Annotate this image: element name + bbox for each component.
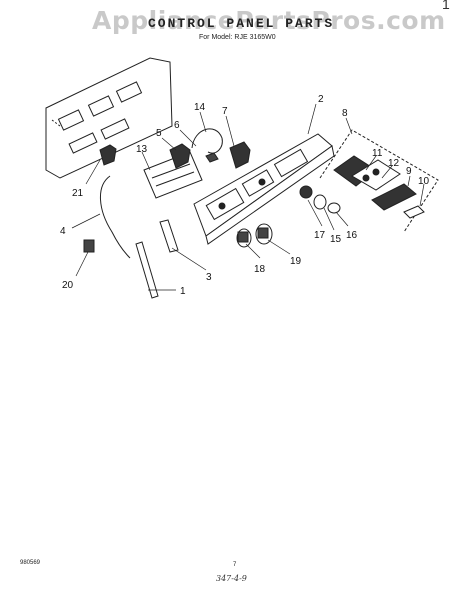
part-wire-harness bbox=[99, 175, 131, 259]
callout-14: 14 bbox=[194, 102, 206, 113]
part-switches bbox=[169, 128, 251, 169]
callout-6: 6 bbox=[174, 120, 180, 131]
callout-16: 16 bbox=[346, 230, 358, 241]
document-number: 980569 bbox=[20, 560, 41, 566]
part-push-button bbox=[299, 185, 341, 214]
part-display-group bbox=[319, 129, 439, 233]
callout-18: 18 bbox=[254, 264, 266, 275]
callout-12: 12 bbox=[388, 158, 400, 169]
handwritten-note: 347-4-9 bbox=[216, 574, 247, 583]
part-knobs bbox=[236, 223, 273, 248]
leader-lines bbox=[71, 103, 425, 291]
callout-3: 3 bbox=[206, 272, 212, 283]
model-subtitle: For Model: RJE 3165W0 bbox=[199, 34, 276, 41]
callout-1: 1 bbox=[180, 286, 186, 297]
callout-15: 15 bbox=[330, 234, 342, 245]
callout-11: 11 bbox=[372, 148, 383, 159]
callout-17: 17 bbox=[314, 230, 326, 241]
callout-20: 20 bbox=[62, 280, 74, 291]
callout-19: 19 bbox=[290, 256, 302, 267]
callout-13: 13 bbox=[136, 144, 148, 155]
callout-9: 9 bbox=[406, 166, 412, 177]
callout-7: 7 bbox=[222, 106, 228, 117]
callout-10: 10 bbox=[418, 176, 430, 187]
diagram-title: CONTROL PANEL PARTS bbox=[148, 16, 335, 31]
callout-5: 5 bbox=[156, 128, 162, 139]
site-watermark: AppliancePartsPros.com bbox=[92, 6, 446, 35]
part-rods bbox=[135, 219, 179, 299]
callout-4: 4 bbox=[60, 226, 66, 237]
corner-mark: 1 bbox=[442, 0, 450, 12]
part-control-panel bbox=[193, 133, 335, 245]
callout-21: 21 bbox=[72, 188, 84, 199]
callout-8: 8 bbox=[342, 108, 348, 119]
part-back-panel bbox=[45, 57, 173, 179]
part-clip bbox=[83, 239, 95, 253]
callout-2: 2 bbox=[318, 94, 324, 105]
page-number: 7 bbox=[233, 562, 237, 568]
